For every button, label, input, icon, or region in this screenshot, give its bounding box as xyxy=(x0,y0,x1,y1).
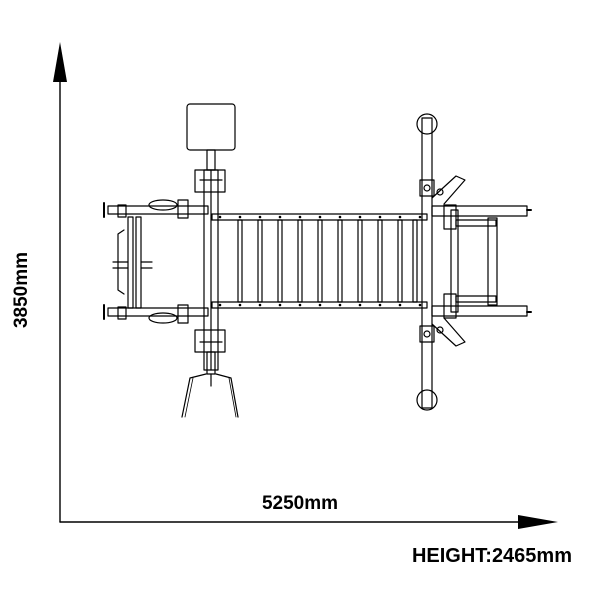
right-upright-rail xyxy=(416,113,438,411)
tripod-legs xyxy=(181,373,239,418)
right-arrowhead-icon xyxy=(518,515,558,529)
depth-dimension-label: 3850mm xyxy=(11,251,32,329)
up-arrowhead-icon xyxy=(53,42,67,82)
height-dimension-label: HEIGHT:2465mm xyxy=(411,545,572,567)
right-side-arms xyxy=(431,175,466,347)
left-handle-assembly xyxy=(112,216,153,309)
ladder-rungs xyxy=(237,219,418,303)
dimension-axes xyxy=(59,79,526,523)
rail-bolts xyxy=(218,215,422,307)
seat-pad xyxy=(186,103,236,151)
left-crossbars xyxy=(103,199,209,324)
right-end-frame xyxy=(431,204,532,319)
arrowheads xyxy=(53,42,558,529)
left-upright-post xyxy=(194,149,226,375)
width-dimension-label: 5250mm xyxy=(261,493,339,514)
main-frame-rails xyxy=(211,213,428,309)
